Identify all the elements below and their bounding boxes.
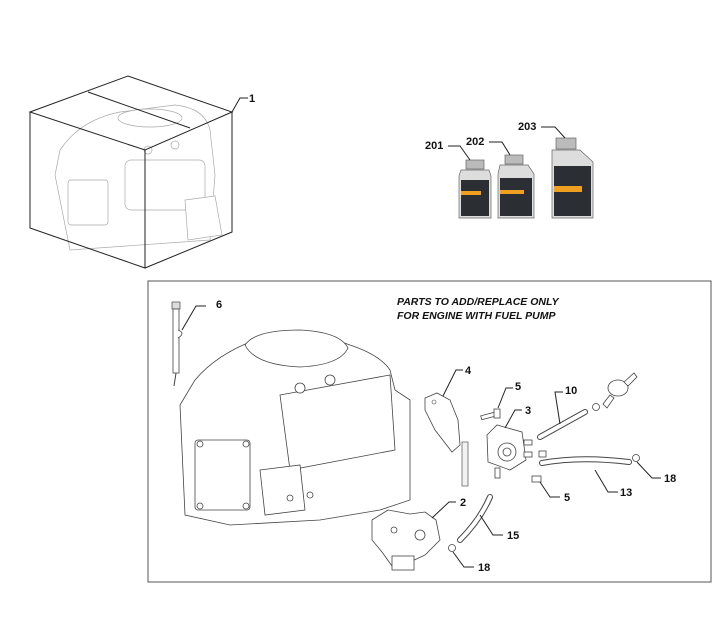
hose-clamp-bottom[interactable] [448,544,456,552]
hose-mid[interactable] [539,456,632,466]
carburetor[interactable] [371,509,441,571]
dipstick[interactable] [171,301,183,387]
note-line-2: FOR ENGINE WITH FUEL PUMP [397,310,556,322]
note-line-1: PARTS TO ADD/REPLACE ONLY [397,296,560,308]
callout-label: 10 [565,385,577,397]
screw-top[interactable] [480,408,501,421]
callout-label: 5 [515,381,521,393]
callout-label: 1 [249,93,255,105]
callout-label: 15 [507,530,519,542]
callout-label: 2 [460,497,466,509]
callout-15: 15 [479,514,519,542]
callout-5-bottom: 5 [539,481,570,504]
oil-bottle-medium[interactable] [497,154,535,219]
fuel-filter[interactable] [602,372,638,409]
callout-201: 201 [425,140,471,161]
callout-13: 13 [594,469,632,499]
callout-1: 1 [231,93,255,113]
callout-label: 201 [425,140,443,152]
fuel-pump-panel [147,280,712,583]
screw-mid[interactable] [538,450,547,458]
callout-label: 13 [620,487,632,499]
fuel-pump[interactable] [486,424,533,479]
callout-18-bottom: 18 [452,551,490,574]
callout-label: 4 [465,365,472,377]
oil-bottle-large[interactable] [551,137,594,219]
callout-203: 203 [518,121,566,139]
callout-label: 18 [664,473,676,485]
callout-10: 10 [554,385,577,425]
callout-18-right: 18 [636,461,676,485]
callout-label: 3 [525,405,531,417]
screw-bottom[interactable] [531,475,542,483]
callout-label: 203 [518,121,536,133]
callout-3: 3 [504,405,531,429]
callout-2: 2 [431,497,466,519]
panel-note: PARTS TO ADD/REPLACE ONLY FOR ENGINE WIT… [397,296,560,322]
callout-202: 202 [466,136,511,156]
hose-upper[interactable] [537,409,588,440]
callout-5-top: 5 [497,381,521,409]
oil-bottle-small[interactable] [458,159,492,219]
callout-6: 6 [181,299,222,331]
callout-label: 5 [564,492,570,504]
callout-label: 6 [216,299,222,311]
callout-4: 4 [442,365,472,397]
hose-clamp-upper[interactable] [592,403,600,411]
callout-label: 202 [466,136,484,148]
engine [179,329,411,526]
engine-kit-ghost [54,104,223,251]
hose-clamp-right[interactable] [632,454,640,462]
callout-label: 18 [478,562,490,574]
bracket[interactable] [424,392,469,487]
hose-lower[interactable] [457,494,493,543]
